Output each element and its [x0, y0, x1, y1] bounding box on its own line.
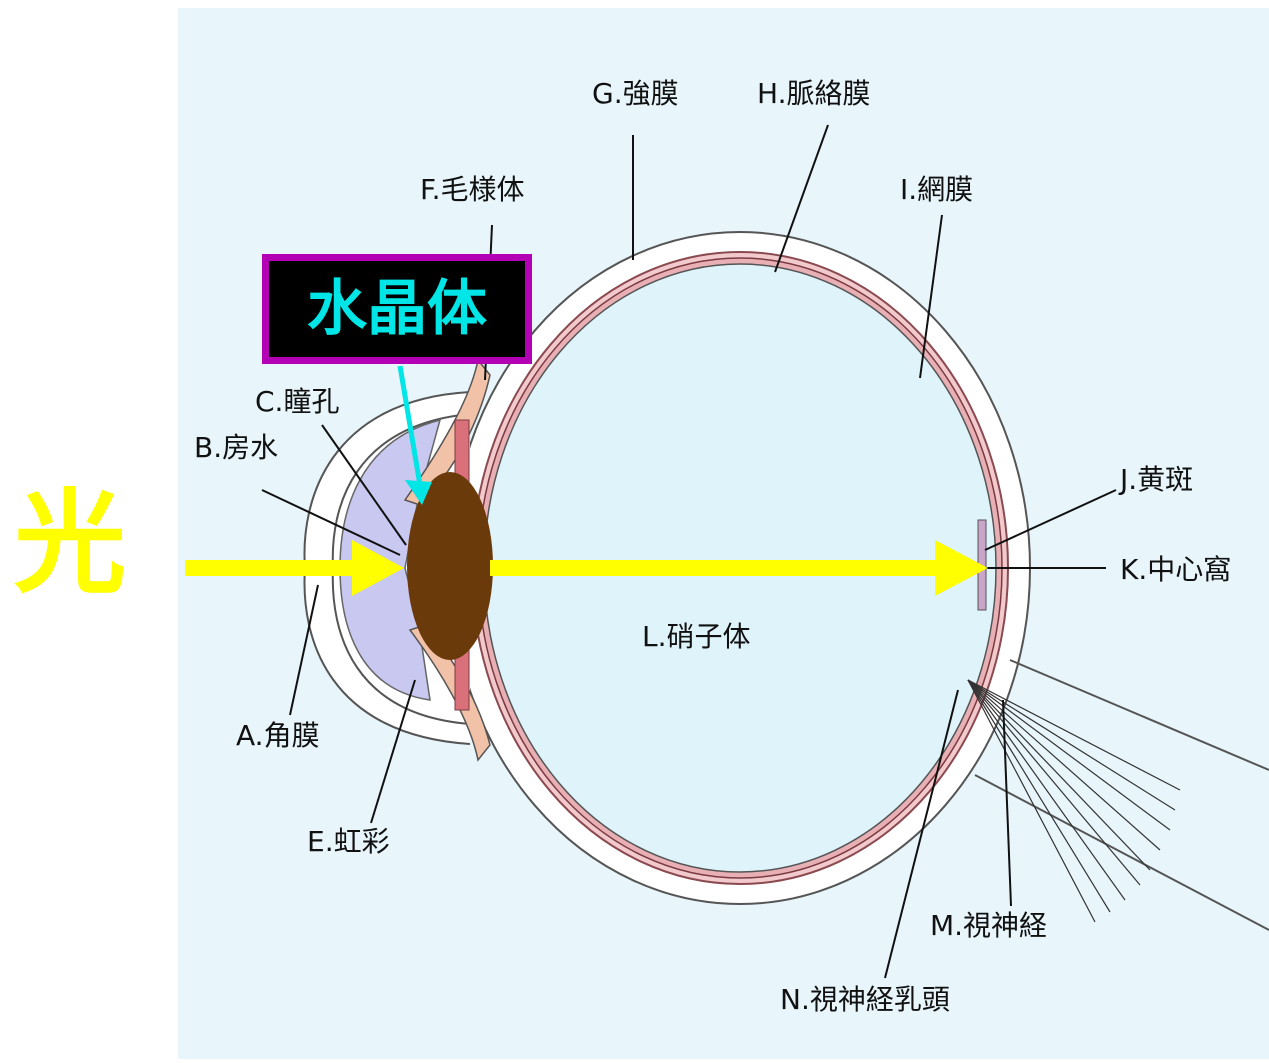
label-aqueous-humor: B.房水: [194, 431, 279, 464]
label-optic-disc: N.視神経乳頭: [780, 983, 950, 1016]
lens: [407, 472, 493, 660]
label-choroid: H.脈絡膜: [757, 77, 871, 110]
label-sclera: G.強膜: [592, 77, 679, 110]
incoming-light-arrow: [185, 540, 404, 596]
leader-iris: [370, 679, 416, 824]
lens-callout-text: 水晶体: [307, 274, 487, 344]
leader-optic-nerve: [1002, 699, 1012, 907]
label-macula: J.黄斑: [1120, 463, 1194, 496]
callout-arrow: [397, 365, 432, 505]
label-iris: E.虹彩: [307, 825, 390, 858]
leader-pupil: [321, 424, 407, 546]
label-cornea: A.角膜: [236, 719, 320, 752]
label-pupil: C.瞳孔: [255, 385, 340, 418]
label-ciliary-body: F.毛様体: [420, 173, 525, 206]
leader-aqueous: [261, 489, 401, 556]
optic-nerve-fibers: [967, 679, 1181, 923]
label-optic-nerve: M.視神経: [930, 909, 1048, 942]
light-label: 光: [14, 479, 126, 609]
label-retina: I.網膜: [900, 173, 974, 206]
label-fovea: K.中心窩: [1120, 553, 1232, 586]
leader-optic-disc: [884, 689, 959, 979]
refracted-light-arrow: [490, 540, 988, 596]
optic-nerve-sheath: [974, 659, 1269, 931]
leader-cornea: [289, 584, 319, 716]
leader-choroid: [774, 124, 829, 273]
lens-callout: 水晶体: [262, 254, 532, 364]
leader-macula: [984, 489, 1117, 551]
label-vitreous-body: L.硝子体: [642, 620, 751, 653]
leader-retina: [919, 214, 943, 379]
